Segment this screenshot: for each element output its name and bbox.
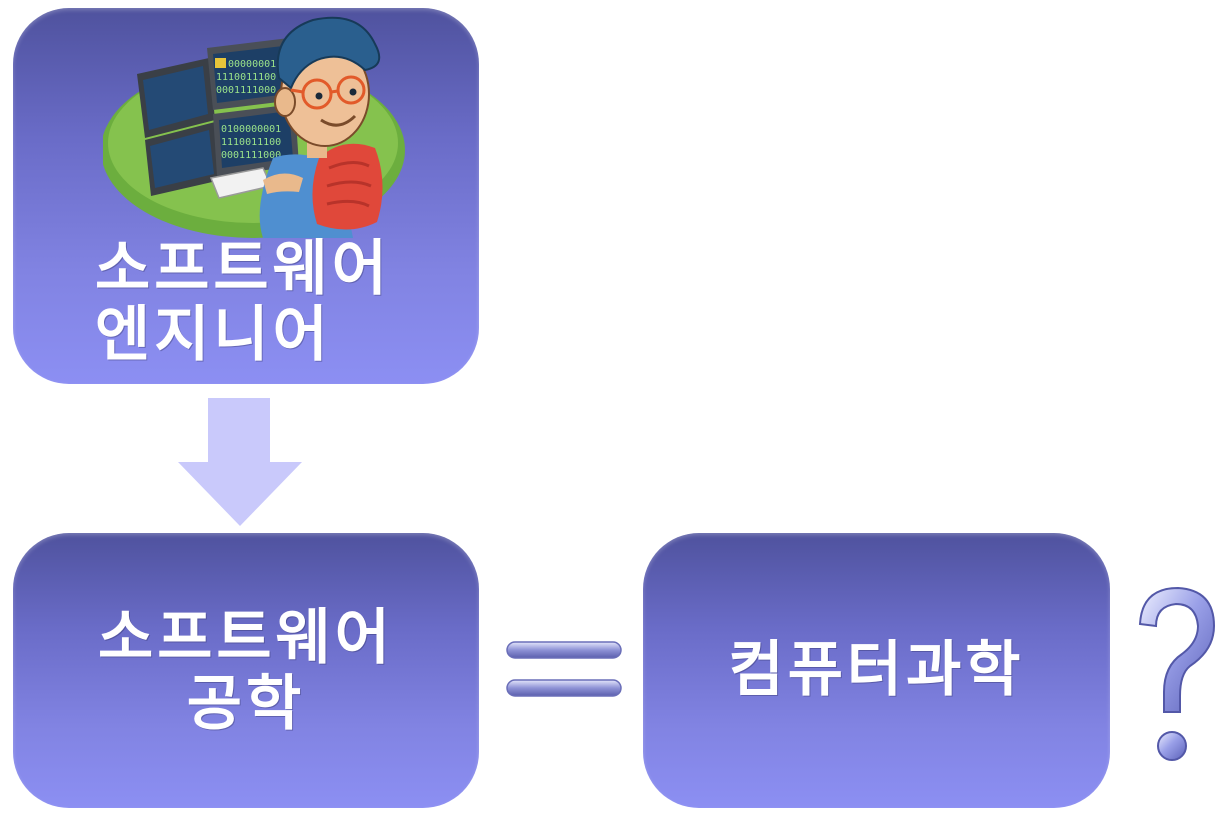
screen-text-bottom-2: 1110011100 — [221, 137, 281, 148]
software-engineering-line1: 소프트웨어 — [98, 603, 394, 673]
engineer-label: 소프트웨어 엔지니어 — [95, 236, 391, 368]
down-arrow-icon — [178, 398, 302, 526]
computer-science-label: 컴퓨터과학 — [728, 635, 1025, 705]
engineer-label-line2: 엔지니어 — [95, 300, 332, 370]
screen-text-top-2: 1110011100 — [216, 72, 276, 83]
screen-text-bottom-3: 0001111000 — [221, 150, 281, 161]
node-software-engineer: 00000001 1110011100 0001111000 010000000… — [13, 8, 479, 384]
software-engineering-line2: 공학 — [186, 669, 306, 739]
engineer-label-line1: 소프트웨어 — [95, 234, 391, 304]
screen-text-top-1: 00000001 — [228, 59, 276, 70]
node-computer-science: 컴퓨터과학 — [643, 533, 1110, 808]
software-engineering-label: 소프트웨어 공학 — [13, 605, 479, 737]
equals-icon — [506, 641, 622, 697]
node-software-engineering: 소프트웨어 공학 — [13, 533, 479, 808]
software-engineer-illustration: 00000001 1110011100 0001111000 010000000… — [103, 16, 405, 238]
screen-text-bottom-1: 0100000001 — [221, 124, 281, 135]
screen-text-top-3: 0001111000 — [216, 85, 276, 96]
question-mark-icon — [1138, 586, 1216, 761]
